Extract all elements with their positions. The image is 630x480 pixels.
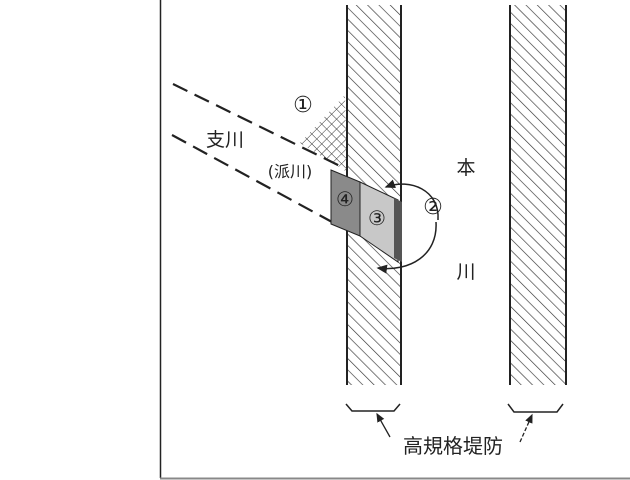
marker-4: ④ xyxy=(336,187,354,211)
marker-3: ③ xyxy=(368,206,386,230)
crosshatch-area-1 xyxy=(300,95,347,172)
label-arrow-right xyxy=(519,413,533,443)
right-levee xyxy=(509,5,567,385)
marker-2: ② xyxy=(423,195,443,220)
high-standard-levee-label: 高規格堤防 xyxy=(403,434,503,458)
tributary-upper-bank xyxy=(172,83,341,167)
main-river-label-2: 川 xyxy=(456,261,475,283)
dark-strip xyxy=(394,198,402,262)
tributary-label: 支川 xyxy=(206,129,244,151)
distributary-label: (派川) xyxy=(268,162,313,181)
tributary-lower-bank xyxy=(171,134,333,223)
arc-arrow-2 xyxy=(384,179,439,221)
left-levee-bracket xyxy=(345,403,401,412)
label-arrow-left xyxy=(376,412,391,438)
main-river-label-1: 本 xyxy=(456,157,475,179)
marker-1: ① xyxy=(293,93,313,118)
section-3 xyxy=(359,181,399,263)
arc-arrow-2b xyxy=(376,221,437,274)
right-levee-bracket xyxy=(507,403,564,413)
